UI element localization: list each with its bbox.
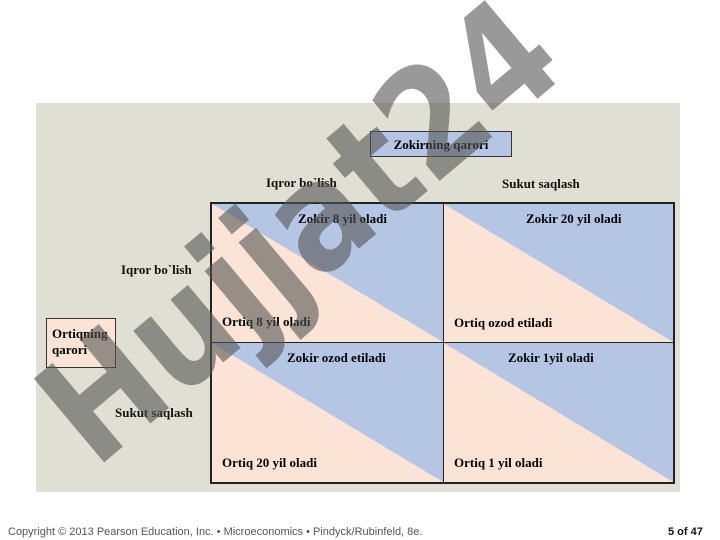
payoff-cell-silent-confess: Zokir ozod etiladi Ortiq 20 yil oladi [212, 343, 444, 482]
row-player-payoff: Ortiq 20 yil oladi [222, 455, 317, 470]
column-player-payoff: Zokir 20 yil oladi [526, 211, 622, 226]
column-header-silent: Sukut saqlash [502, 176, 580, 191]
row-header-silent: Sukut saqlash [115, 405, 193, 420]
row-player-payoff: Ortiq ozod etiladi [454, 315, 553, 330]
row-player-payoff: Ortiq 8 yil oladi [222, 314, 311, 329]
page-number: 5 of 47 [668, 526, 703, 538]
column-player-payoff: Zokir 8 yil oladi [298, 211, 387, 226]
row-player-label-line1: Ortiqning [52, 326, 108, 341]
row-player-label: Ortiqning qarori [46, 318, 116, 368]
row-player-payoff: Ortiq 1 yil oladi [454, 455, 543, 470]
row-player-label-line2: qarori [52, 342, 88, 357]
column-header-confess: Iqror bo`lish [266, 175, 337, 190]
payoff-cell-confess-silent: Zokir 20 yil oladi Ortiq ozod etiladi [444, 204, 673, 343]
column-player-label: Zokirning qarori [370, 131, 512, 157]
column-player-payoff: Zokir 1yil oladi [508, 350, 594, 365]
column-player-payoff: Zokir ozod etiladi [287, 350, 386, 365]
footer-copyright: Copyright © 2013 Pearson Education, Inc.… [8, 526, 423, 538]
payoff-cell-confess-confess: Zokir 8 yil oladi Ortiq 8 yil oladi [212, 204, 444, 343]
row-header-confess: Iqror bo`lish [121, 262, 192, 277]
payoff-cell-silent-silent: Zokir 1yil oladi Ortiq 1 yil oladi [444, 343, 673, 482]
payoff-matrix: Zokir 8 yil oladi Ortiq 8 yil oladi Zoki… [210, 202, 675, 484]
